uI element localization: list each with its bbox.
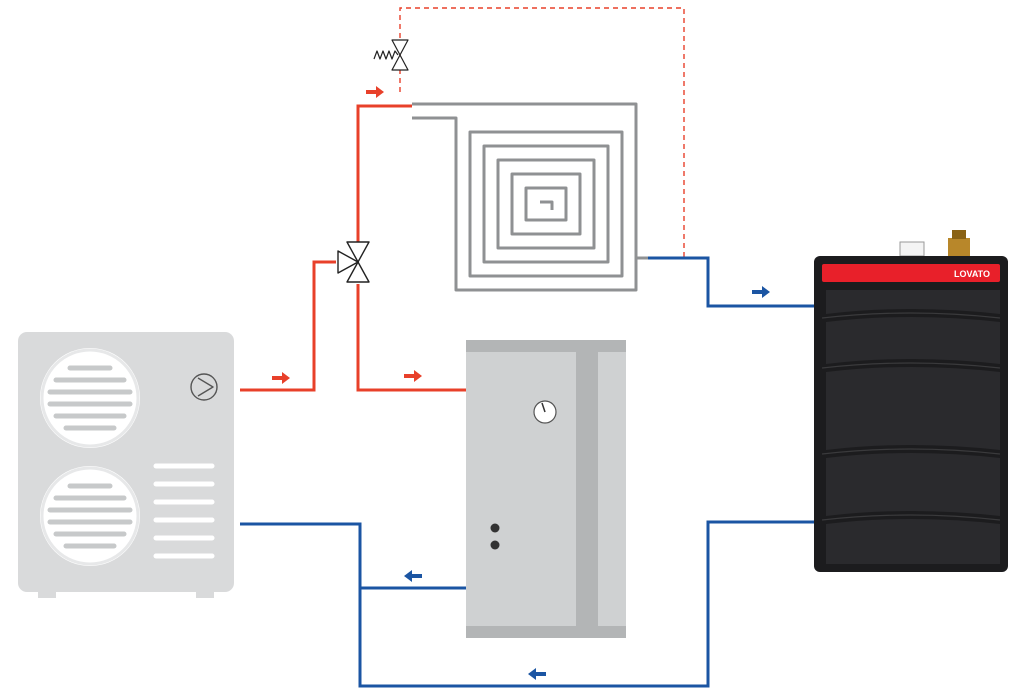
flow-arrow-return-3	[528, 668, 546, 680]
boiler-top-fitting-left	[899, 241, 925, 257]
tank-body	[466, 340, 626, 638]
heat-pump-outdoor-unit-icon	[18, 332, 234, 598]
flow-arrow-supply-1	[272, 372, 290, 384]
return-pipe-floor-to-boiler	[648, 256, 816, 308]
underfloor-heating-coil-icon	[412, 102, 648, 292]
spring-valve-icon	[373, 39, 409, 71]
circulation-pump-icon	[190, 373, 218, 401]
tank-bottom-band	[466, 626, 626, 638]
boiler-brand-text: LOVATO	[954, 269, 990, 279]
tank-side-strip	[576, 352, 598, 626]
flow-arrows	[272, 86, 770, 680]
flow-arrow-supply-3	[404, 370, 422, 382]
flow-arrow-return-2	[404, 570, 422, 582]
tank-port-1	[490, 523, 500, 533]
boiler-brand-band	[822, 264, 1000, 282]
boiler-panel-shading	[826, 290, 1000, 564]
return-pipe-boiler-to-heatpump	[240, 520, 816, 688]
heat-pump-foot-right	[196, 590, 214, 598]
indirect-hot-water-cylinder-icon	[466, 340, 626, 638]
boiler-panel-seams	[821, 312, 1001, 521]
supply-pipe-heatpump-to-valve	[240, 260, 336, 392]
flow-arrow-return-1	[752, 286, 770, 298]
bypass-dashed-line	[399, 7, 685, 258]
fan-top-icon	[40, 348, 140, 448]
three-way-valve-icon	[337, 241, 370, 283]
supply-pipe-valve-to-floor	[356, 104, 412, 244]
thermometer-gauge-icon	[533, 400, 557, 424]
heat-pump-foot-left	[38, 590, 56, 598]
flow-arrow-supply-2	[366, 86, 384, 98]
supply-pipe-valve-to-tank	[356, 284, 474, 392]
boiler-icon: LOVATO	[814, 230, 1008, 572]
boiler-top-fitting-right	[948, 238, 970, 256]
tank-top-band	[466, 340, 626, 352]
boiler-top-fitting-cap	[952, 230, 966, 239]
grille-slats	[153, 463, 215, 559]
fan-bottom-icon	[40, 466, 140, 566]
tank-port-2	[490, 540, 500, 550]
